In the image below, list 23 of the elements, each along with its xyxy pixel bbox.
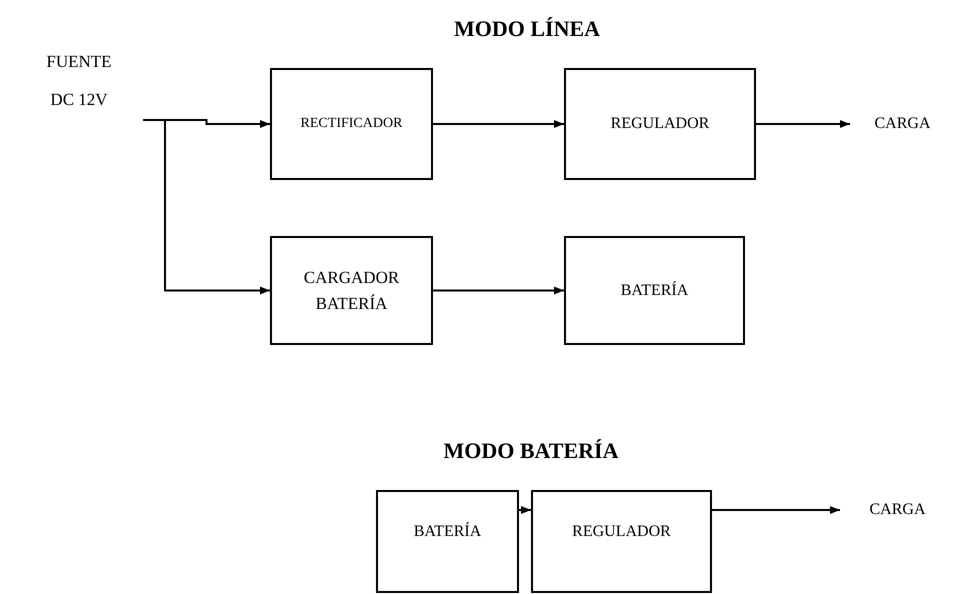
arrow [756, 120, 850, 128]
signal-label: CARGA [874, 114, 930, 134]
arrow [143, 119, 270, 294]
block-label: BATERÍA [414, 521, 482, 542]
signal-label: CARGA [869, 500, 926, 520]
block-box [564, 68, 756, 180]
block-box [376, 490, 519, 593]
arrow [519, 506, 531, 514]
block-box [270, 68, 433, 180]
signal-label: FUENTE DC 12V [45, 50, 113, 110]
arrow [433, 286, 564, 294]
block-label: RECTIFICADOR [300, 115, 402, 133]
block-box [531, 490, 712, 593]
block-label: BATERÍA [620, 280, 688, 300]
block-label: CARGADOR BATERÍA [302, 266, 400, 314]
section-title: MODO LÍNEA [454, 16, 600, 42]
section-title: MODO BATERÍA [444, 438, 618, 464]
block-box [564, 236, 745, 345]
arrow [433, 120, 564, 128]
block-label: REGULADOR [610, 114, 710, 134]
block-label: REGULADOR [572, 522, 671, 542]
block-box [270, 236, 433, 345]
arrow [712, 506, 840, 514]
